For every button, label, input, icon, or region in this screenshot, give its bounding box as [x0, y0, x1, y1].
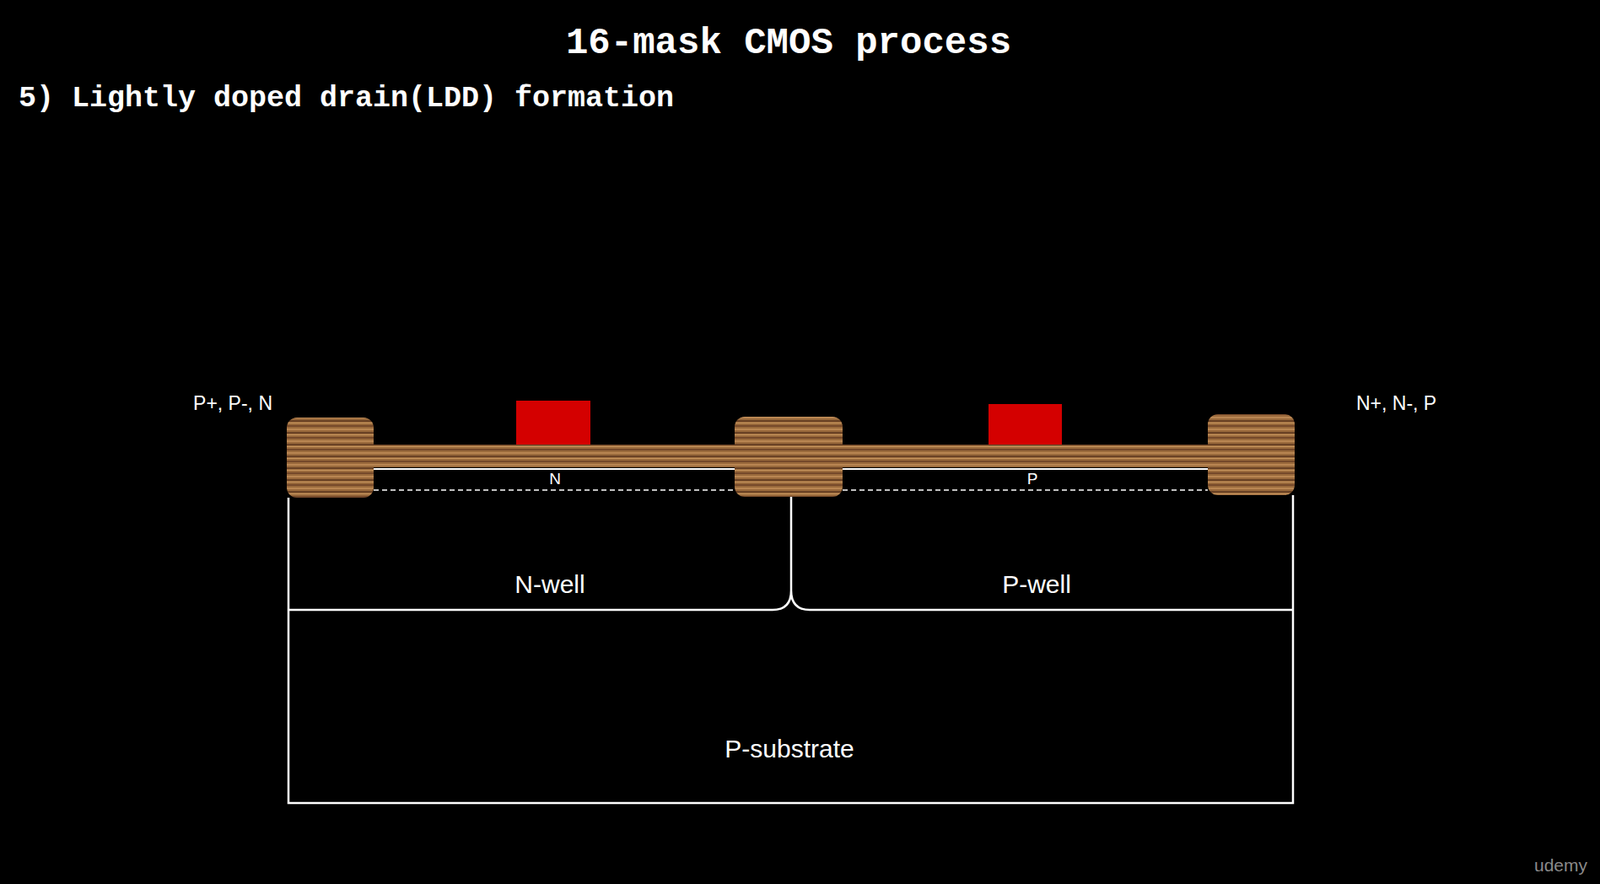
implant-layer: P	[842, 469, 1208, 490]
region-label: N	[549, 470, 561, 489]
region-label: P	[1027, 470, 1039, 489]
field-oxide	[1207, 414, 1295, 496]
implant-depth-line	[373, 489, 735, 491]
implant-layer: N	[373, 469, 735, 490]
implant-list: P+, P-, N	[193, 393, 273, 415]
well-region: N-well N	[288, 468, 792, 610]
well-region: P-well P	[791, 468, 1293, 610]
page-title: 16-mask CMOS process	[565, 22, 1012, 64]
surface-line	[842, 468, 1208, 470]
field-oxide	[286, 417, 374, 498]
implant-depth-line	[842, 489, 1208, 491]
poly-gate	[988, 404, 1062, 445]
well-boundary	[288, 496, 1293, 610]
substrate-outline	[288, 495, 1293, 803]
region-label: P-well	[1002, 570, 1072, 598]
watermark: udemy	[1534, 855, 1588, 875]
region-label: P-substrate	[724, 734, 854, 763]
implant-list: N+, N-, P	[1356, 393, 1437, 415]
substrate-region: P-substrate N-well N P-well P	[288, 468, 1293, 803]
field-oxide	[734, 416, 843, 497]
region-label: N-well	[514, 570, 585, 598]
step-heading: 5) Lightly doped drain(LDD) formation	[18, 82, 674, 116]
poly-gate	[516, 400, 591, 445]
